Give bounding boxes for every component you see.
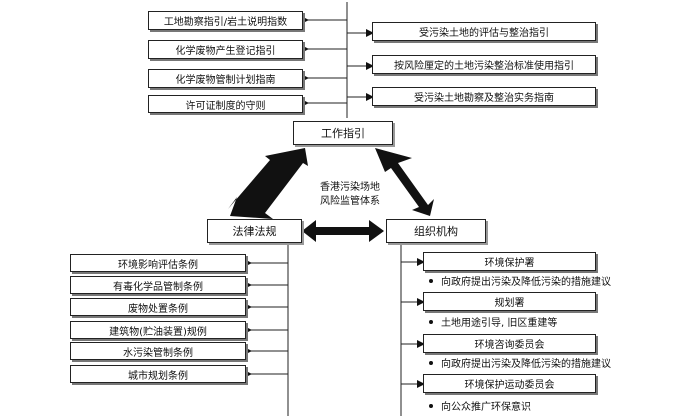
law-waste-disposal-ordinance: 废物处置条例 <box>70 298 246 316</box>
law-toxic-chemicals-ordinance: 有毒化学品管制条例 <box>70 276 246 294</box>
double-arrow-work-laws <box>228 148 308 219</box>
law-oil-storage-regulation: 建筑物(贮油装置)规例 <box>70 321 246 339</box>
org-advisory-duty: 向政府提出污染及降低污染的措施建议 <box>429 355 611 370</box>
org-planning-department: 规划署 <box>423 292 596 311</box>
org-campaign-duty: 向公众推广环保意识 <box>429 398 531 413</box>
guide-site-investigation: 工地勘察指引/岩土说明指数 <box>148 11 303 30</box>
double-arrow-work-orgs <box>375 148 434 216</box>
org-planning-duty: 土地用途引导, 旧区重建等 <box>429 314 557 329</box>
center-title-line2: 风险监管体系 <box>320 196 380 207</box>
bullet-icon <box>429 278 433 283</box>
center-title-line1: 香港污染场地 <box>320 182 380 193</box>
bullet-icon <box>429 319 433 324</box>
hub-laws: 法律法规 <box>207 219 302 243</box>
hub-work-guidelines: 工作指引 <box>293 121 393 145</box>
law-eia-ordinance: 环境影响评估条例 <box>70 254 246 272</box>
double-arrow-laws-orgs <box>302 220 384 242</box>
guide-chemical-waste-registration: 化学废物产生登记指引 <box>148 40 303 59</box>
org-epd: 环境保护署 <box>423 252 596 271</box>
org-epd-duty: 向政府提出污染及降低污染的措施建议 <box>429 273 611 288</box>
law-water-pollution-ordinance: 水污染管制条例 <box>70 342 246 360</box>
guide-contaminated-land-assessment: 受污染土地的评估与整治指引 <box>372 22 596 41</box>
guide-risk-based-standards: 按风险厘定的土地污染整治标准使用指引 <box>372 55 596 74</box>
hub-organizations: 组织机构 <box>386 219 486 243</box>
org-advisory-council: 环境咨询委员会 <box>423 334 596 353</box>
center-title: 香港污染场地 风险监管体系 <box>295 181 405 209</box>
law-town-planning-ordinance: 城市规划条例 <box>70 365 246 383</box>
bullet-icon <box>429 403 433 408</box>
guide-contaminated-land-practice: 受污染土地勘察及整治实务指南 <box>372 87 596 106</box>
org-campaign-committee: 环境保护运动委员会 <box>423 374 596 393</box>
guide-chemical-waste-control: 化学废物管制计划指南 <box>148 69 303 88</box>
guide-license-code: 许可证制度的守则 <box>148 95 303 113</box>
bullet-icon <box>429 360 433 365</box>
